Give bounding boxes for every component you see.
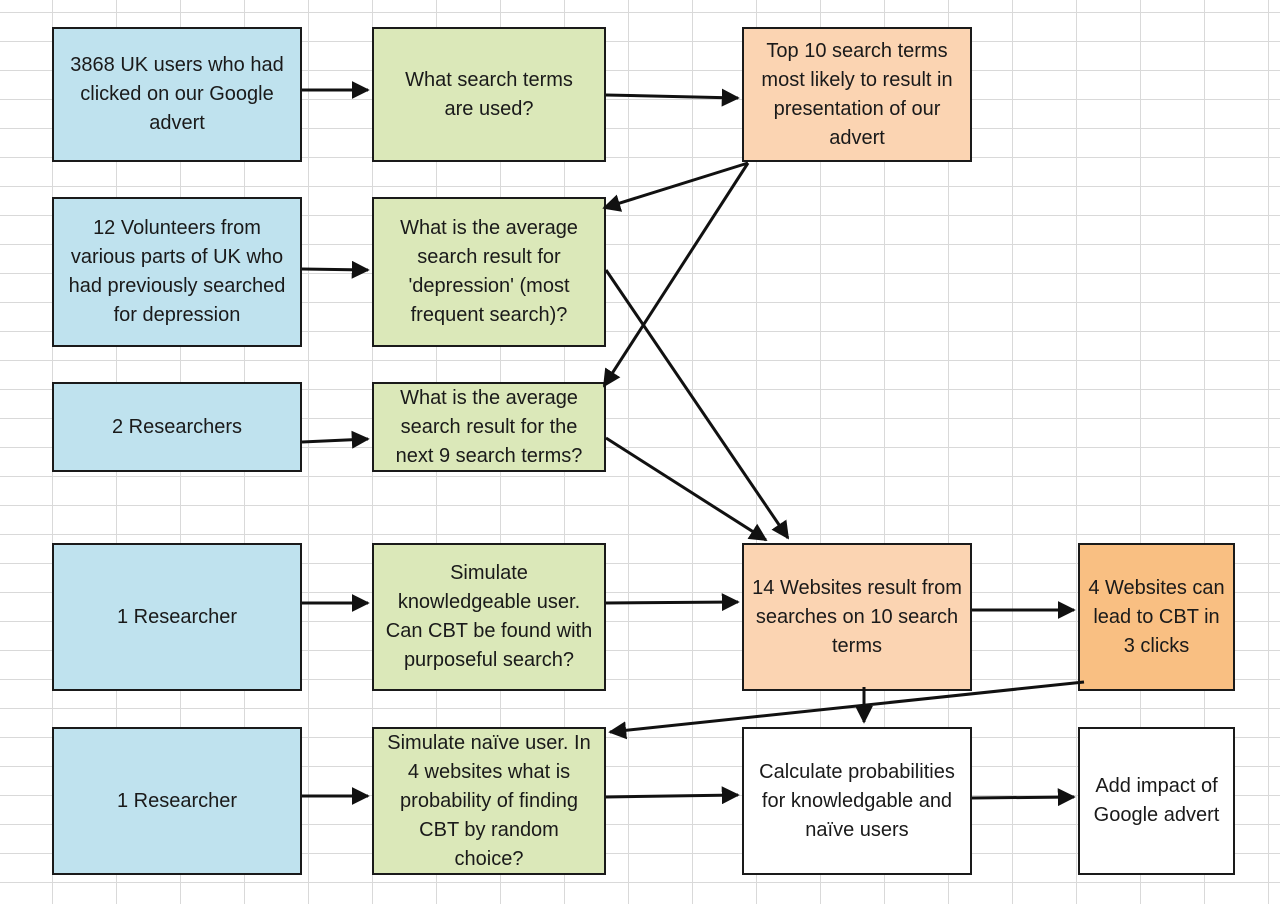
box-2-researchers-text: 2 Researchers xyxy=(111,415,243,438)
arrow-next9-question-to-14-websites xyxy=(605,436,768,542)
arrow-volunteers-to-depression-question xyxy=(301,260,370,279)
box-search-terms-question: What search terms are used? xyxy=(372,27,606,162)
arrow-depression-question-to-14-websites xyxy=(604,269,790,540)
arrow-terms-to-top10 xyxy=(605,88,740,107)
box-uk-users: 3868 UK users who had clicked on our Goo… xyxy=(52,27,302,162)
box-naive-user-text: Simulate naïve user. In 4 websites what … xyxy=(387,731,591,870)
box-14-websites: 14 Websites result from searches on 10 s… xyxy=(742,543,972,691)
box-knowledgeable-user: Simulate knowledgeable user. Can CBT be … xyxy=(372,543,606,691)
arrow-naive-user-to-calculate xyxy=(605,786,740,805)
box-knowledgeable-user-text: Simulate knowledgeable user. Can CBT be … xyxy=(385,562,593,671)
box-next-9-terms-question-text: What is the average search result for th… xyxy=(395,386,583,467)
box-1-researcher-naive: 1 Researcher xyxy=(52,727,302,875)
box-14-websites-text: 14 Websites result from searches on 10 s… xyxy=(752,576,962,657)
box-top-10-search-terms-text: Top 10 search terms most likely to resul… xyxy=(761,39,953,149)
arrow-researchers-to-next9-question xyxy=(301,430,370,449)
box-1-researcher-knowledgeable-text: 1 Researcher xyxy=(116,605,238,628)
arrow-top10-to-depression-question xyxy=(602,161,749,212)
box-2-researchers: 2 Researchers xyxy=(52,382,302,472)
arrow-4-websites-to-naive-user xyxy=(608,680,1085,740)
box-12-volunteers: 12 Volunteers from various parts of UK w… xyxy=(52,197,302,347)
arrow-calculate-to-google-impact xyxy=(971,788,1076,807)
box-1-researcher-knowledgeable: 1 Researcher xyxy=(52,543,302,691)
box-top-10-search-terms: Top 10 search terms most likely to resul… xyxy=(742,27,972,162)
box-search-terms-question-text: What search terms are used? xyxy=(405,68,573,120)
arrow-knowledgeable-to-14-websites xyxy=(605,593,740,612)
box-google-advert-impact: Add impact of Google advert xyxy=(1078,727,1235,875)
box-calculate-probabilities: Calculate probabilities for knowledgable… xyxy=(742,727,972,875)
box-uk-users-text: 3868 UK users who had clicked on our Goo… xyxy=(70,54,284,134)
arrow-top10-to-next9-question xyxy=(602,162,750,388)
box-4-websites-text: 4 Websites can lead to CBT in 3 clicks xyxy=(1088,576,1225,657)
box-depression-search-question: What is the average search result for 'd… xyxy=(372,197,606,347)
box-12-volunteers-text: 12 Volunteers from various parts of UK w… xyxy=(68,217,286,326)
box-naive-user: Simulate naïve user. In 4 websites what … xyxy=(372,727,606,875)
box-4-websites: 4 Websites can lead to CBT in 3 clicks xyxy=(1078,543,1235,691)
box-calculate-probabilities-text: Calculate probabilities for knowledgable… xyxy=(759,760,955,841)
box-depression-search-question-text: What is the average search result for 'd… xyxy=(400,217,578,326)
box-next-9-terms-question: What is the average search result for th… xyxy=(372,382,606,472)
box-1-researcher-naive-text: 1 Researcher xyxy=(116,789,238,812)
box-google-advert-impact-text: Add impact of Google advert xyxy=(1093,775,1220,826)
